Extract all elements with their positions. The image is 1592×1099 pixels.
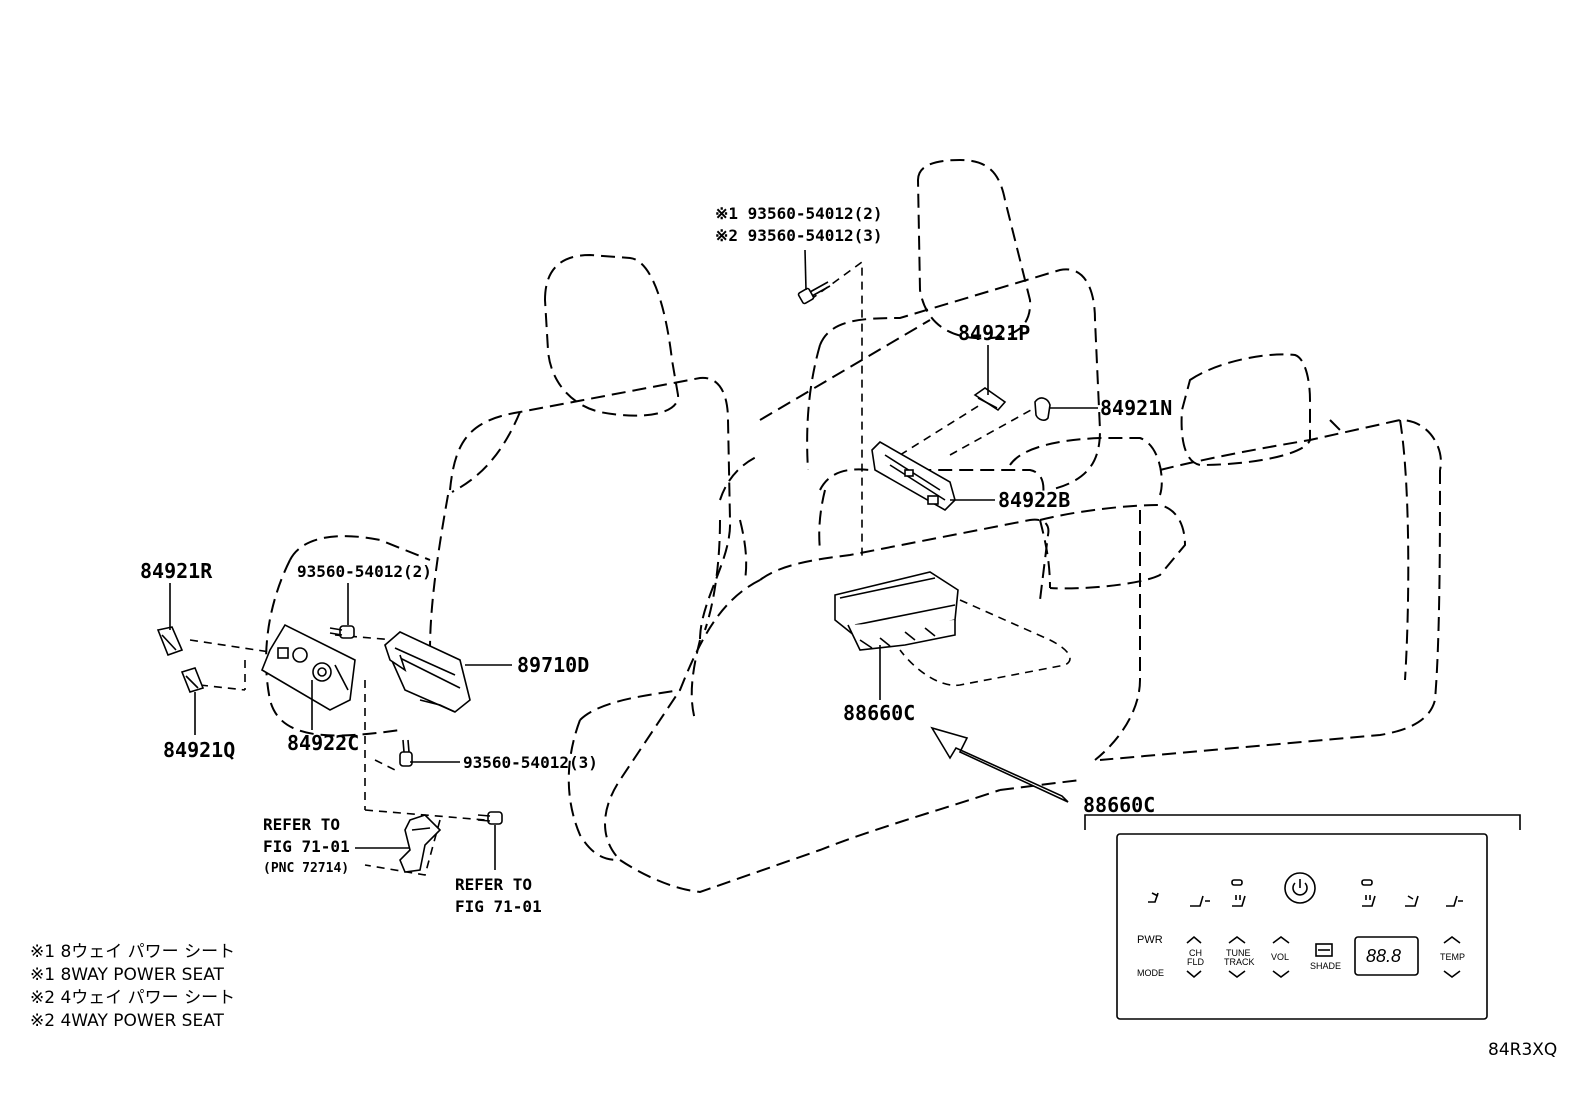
note-1: ※1 8ウェイ パワー シート bbox=[30, 942, 235, 962]
seat-outline-armrest bbox=[567, 468, 1071, 894]
label-84922B: 84922B bbox=[998, 488, 1070, 512]
vol-label: VOL bbox=[1271, 952, 1289, 962]
seat-slide-icon-right bbox=[1405, 895, 1419, 907]
footnotes: ※1 8ウェイ パワー シート ※1 8WAY POWER SEAT ※2 4ウ… bbox=[30, 942, 235, 1031]
label-88660C-panel: 88660C bbox=[1083, 793, 1155, 817]
chevron-up-icon bbox=[1186, 935, 1202, 944]
label-bolt-top-2: ※2 93560-54012(3) bbox=[715, 226, 883, 245]
bolt-bottom bbox=[399, 739, 413, 767]
leader-lines bbox=[169, 249, 1098, 870]
note-2: ※1 8WAY POWER SEAT bbox=[30, 965, 224, 985]
part-84922B bbox=[871, 441, 956, 511]
ch-label-2: FLD bbox=[1187, 957, 1205, 967]
bolt-left bbox=[329, 625, 355, 639]
seat-outline-center bbox=[704, 158, 1102, 631]
tune-label-1: TUNE bbox=[1226, 948, 1251, 958]
part-labels: ※1 93560-54012(2) ※2 93560-54012(3) 8492… bbox=[140, 204, 1557, 1060]
diagram-code: 84R3XQ bbox=[1488, 1040, 1557, 1060]
ch-label-1: CH bbox=[1189, 948, 1202, 958]
temp-label: TEMP bbox=[1440, 952, 1465, 962]
temp-control[interactable]: TEMP bbox=[1440, 936, 1465, 978]
label-88660C-unit: 88660C bbox=[843, 701, 915, 725]
part-84921Q bbox=[180, 667, 205, 693]
label-84921N: 84921N bbox=[1100, 396, 1172, 420]
temp-display: 88.8 bbox=[1354, 936, 1419, 976]
seat-outline-left bbox=[265, 253, 732, 737]
label-bolt-left: 93560-54012(2) bbox=[297, 562, 432, 581]
panel-detail-frame bbox=[1084, 814, 1521, 1020]
note-3: ※2 4ウェイ パワー シート bbox=[30, 988, 235, 1008]
refer-bottom-line1: REFER TO bbox=[455, 875, 532, 894]
seat-recline-icon bbox=[1148, 892, 1159, 903]
ch-control[interactable]: CH FLD bbox=[1186, 935, 1205, 979]
seat-heater-icon bbox=[1231, 879, 1246, 907]
part-84921R bbox=[156, 626, 184, 657]
label-89710D: 89710D bbox=[517, 653, 589, 677]
seat-recline-icon-right bbox=[1446, 895, 1463, 907]
note-4: ※2 4WAY POWER SEAT bbox=[30, 1011, 224, 1031]
power-icon[interactable] bbox=[1284, 872, 1316, 904]
refer-left-line1: REFER TO bbox=[263, 815, 340, 834]
control-panel: PWR MODE CH FLD TUNE TRACK VOL SHADE 88.… bbox=[1137, 872, 1465, 979]
refer-bottom-line2: FIG 71-01 bbox=[455, 897, 542, 916]
shade-icon bbox=[1315, 943, 1333, 957]
seat-outline-right bbox=[999, 353, 1442, 791]
bolt-top bbox=[797, 281, 831, 305]
bolt-right-bottom bbox=[477, 811, 503, 825]
vol-control[interactable]: VOL bbox=[1271, 936, 1290, 978]
mode-label[interactable]: MODE bbox=[1137, 968, 1164, 978]
label-84921Q: 84921Q bbox=[163, 738, 235, 762]
tune-label-2: TRACK bbox=[1224, 957, 1255, 967]
seat-slide-icon bbox=[1190, 895, 1210, 907]
seat-heater-icon-right bbox=[1361, 879, 1376, 907]
refer-left-line2: FIG 71-01 bbox=[263, 837, 350, 856]
shade-label: SHADE bbox=[1310, 961, 1341, 971]
part-84921P bbox=[973, 387, 1007, 412]
view-arrow bbox=[930, 726, 1069, 803]
label-84922C: 84922C bbox=[287, 731, 359, 755]
label-bolt-top-1: ※1 93560-54012(2) bbox=[715, 204, 883, 223]
part-88660C-unit bbox=[834, 571, 959, 651]
part-84922C bbox=[261, 623, 356, 711]
part-84921N bbox=[1034, 397, 1051, 421]
shade-control[interactable]: SHADE bbox=[1310, 943, 1341, 971]
display-value: 88.8 bbox=[1366, 946, 1401, 966]
part-bracket bbox=[399, 814, 442, 873]
label-84921P: 84921P bbox=[958, 321, 1030, 345]
pwr-label[interactable]: PWR bbox=[1137, 934, 1163, 946]
tune-control[interactable]: TUNE TRACK bbox=[1224, 936, 1255, 978]
label-84921R: 84921R bbox=[140, 559, 213, 583]
chevron-down-icon bbox=[1186, 970, 1202, 979]
refer-left-line3: (PNC 72714) bbox=[263, 861, 349, 876]
label-bolt-bottom: 93560-54012(3) bbox=[463, 753, 598, 772]
part-89710D bbox=[384, 631, 471, 713]
